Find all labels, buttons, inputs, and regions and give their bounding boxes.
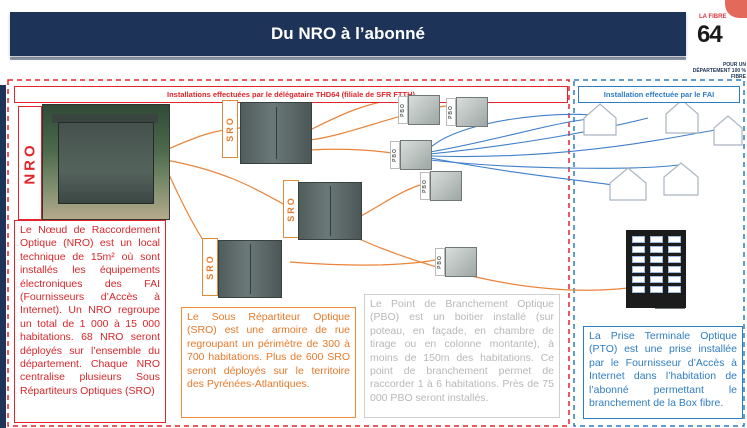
pbo-label-4: PBO <box>420 172 430 200</box>
left-accent-strip <box>0 85 6 428</box>
logo-tagline: POUR UN DÉPARTEMENT 100 % FIBRE <box>692 62 746 80</box>
sro-cabinet-1 <box>240 102 312 164</box>
sro-description: Le Sous Répartiteur Optique (SRO) est un… <box>181 307 356 418</box>
pbo-box-3 <box>400 140 432 170</box>
logo-corner-shape <box>725 0 747 18</box>
nro-building-roof <box>52 114 158 123</box>
pto-description: La Prise Terminale Optique (PTO) est une… <box>583 326 743 419</box>
pbo-label-5: PBO <box>435 248 445 276</box>
fai-zone-frame <box>573 79 745 427</box>
pbo-box-5 <box>445 247 477 277</box>
house-icons <box>583 99 743 201</box>
sro-label-2: SRO <box>283 180 299 238</box>
nro-description: Le Nœud de Raccordement Optique (NRO) es… <box>14 220 166 423</box>
title-bar: Du NRO à l’abonné <box>10 12 686 60</box>
pbo-box-1 <box>408 95 440 125</box>
nro-building <box>58 122 154 204</box>
sro-cabinet-2 <box>298 182 362 240</box>
page-title: Du NRO à l’abonné <box>271 24 425 43</box>
apartment-building-icon <box>626 230 686 308</box>
sro-cabinet-3 <box>218 240 282 298</box>
sro-label-3: SRO <box>202 238 218 296</box>
nro-label: NRO <box>18 106 42 220</box>
pbo-box-4 <box>430 171 462 201</box>
logo-number: 64 <box>697 21 723 48</box>
pbo-box-2 <box>456 97 488 127</box>
fai-section-header: Installation effectuée par le FAI <box>578 86 740 103</box>
pbo-description: Le Point de Branchement Optique (PBO) es… <box>364 294 560 418</box>
sro-label-1: SRO <box>222 100 238 158</box>
logo-super-text: LA FIBRE <box>699 14 727 20</box>
pbo-label-1: PBO <box>398 96 408 124</box>
pbo-label-2: PBO <box>446 98 456 126</box>
pbo-label-3: PBO <box>390 141 400 169</box>
thd64-zone-frame <box>7 79 570 427</box>
